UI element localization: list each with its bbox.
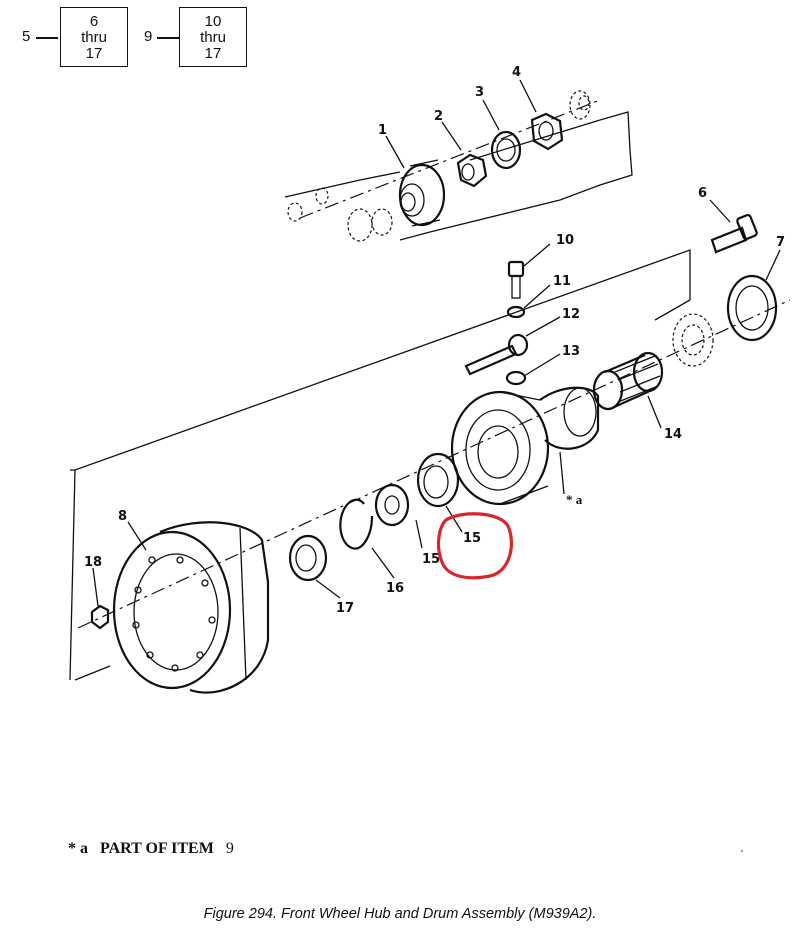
drum-bolt-holes	[132, 556, 216, 672]
part-6-bolt	[710, 213, 758, 254]
part-13-washer	[505, 370, 527, 386]
callout-2: 2	[434, 109, 443, 124]
highlight-circle	[436, 512, 513, 580]
stray-dot	[741, 850, 743, 852]
callout-15-highlighted: 15	[463, 531, 481, 546]
main-center-axis	[77, 299, 791, 629]
footnote: * a PART OF ITEM 9	[68, 840, 234, 858]
callout-7: 7	[776, 235, 785, 250]
part-12-stud	[464, 333, 529, 376]
callout-14: 14	[664, 427, 682, 442]
part-10-bolt	[507, 260, 525, 299]
callout-10: 10	[556, 233, 574, 248]
reference-connector	[36, 37, 58, 39]
callout-13: 13	[562, 344, 580, 359]
callout-3: 3	[475, 85, 484, 100]
part-8-brake-drum	[112, 521, 270, 694]
part-18-nut	[90, 604, 110, 630]
part-17-seal	[288, 534, 328, 582]
reference-box-thru: thru	[81, 29, 107, 46]
reference-box-10-thru-17: 10 thru 17	[179, 7, 247, 67]
part-3-lock-ring	[490, 130, 522, 170]
part-15-washer	[374, 483, 410, 527]
ghost-bearing-cup	[672, 313, 714, 367]
callout-18: 18	[84, 555, 102, 570]
part-2-nut	[456, 153, 488, 188]
footnote-text: PART OF ITEM	[100, 840, 214, 857]
callout-15: 15	[422, 552, 440, 567]
reference-box-to: 17	[204, 45, 222, 62]
part-7-seal	[726, 274, 778, 342]
callout-6: 6	[698, 186, 707, 201]
callout-8: 8	[118, 509, 127, 524]
callout-a: * a	[566, 492, 583, 507]
part-15-bearing-cone	[416, 452, 460, 508]
callout-12: 12	[562, 307, 580, 322]
reference-lead-5: 5	[22, 28, 31, 45]
upper-group-outline	[284, 111, 633, 241]
reference-box-from: 6	[89, 13, 99, 30]
footnote-marker: * a	[68, 840, 88, 857]
part-9-hub	[450, 390, 550, 506]
reference-box-from: 10	[204, 13, 222, 30]
callout-11: 11	[553, 274, 571, 289]
figure-caption: Figure 294. Front Wheel Hub and Drum Ass…	[203, 906, 597, 922]
callout-17: 17	[336, 601, 354, 616]
part-16-snap-ring	[339, 498, 374, 550]
part-1-hub-flange	[398, 159, 446, 227]
reference-lead-9: 9	[144, 28, 153, 45]
part-14-roller-bearing	[592, 351, 664, 411]
part-11-washer	[506, 305, 526, 319]
ghost-parts-upper	[287, 90, 591, 242]
footnote-item: 9	[225, 840, 234, 857]
part-4-nut	[530, 112, 564, 151]
reference-box-6-thru-17: 6 thru 17	[60, 7, 128, 67]
callout-16: 16	[386, 581, 404, 596]
part-a-hub-sleeve	[539, 386, 600, 450]
reference-box-to: 17	[85, 45, 103, 62]
leader-lines	[92, 79, 781, 607]
reference-connector	[157, 37, 179, 39]
callout-1: 1	[378, 123, 387, 138]
lower-group-outline	[69, 249, 691, 681]
callout-4: 4	[512, 65, 521, 80]
reference-box-thru: thru	[200, 29, 226, 46]
